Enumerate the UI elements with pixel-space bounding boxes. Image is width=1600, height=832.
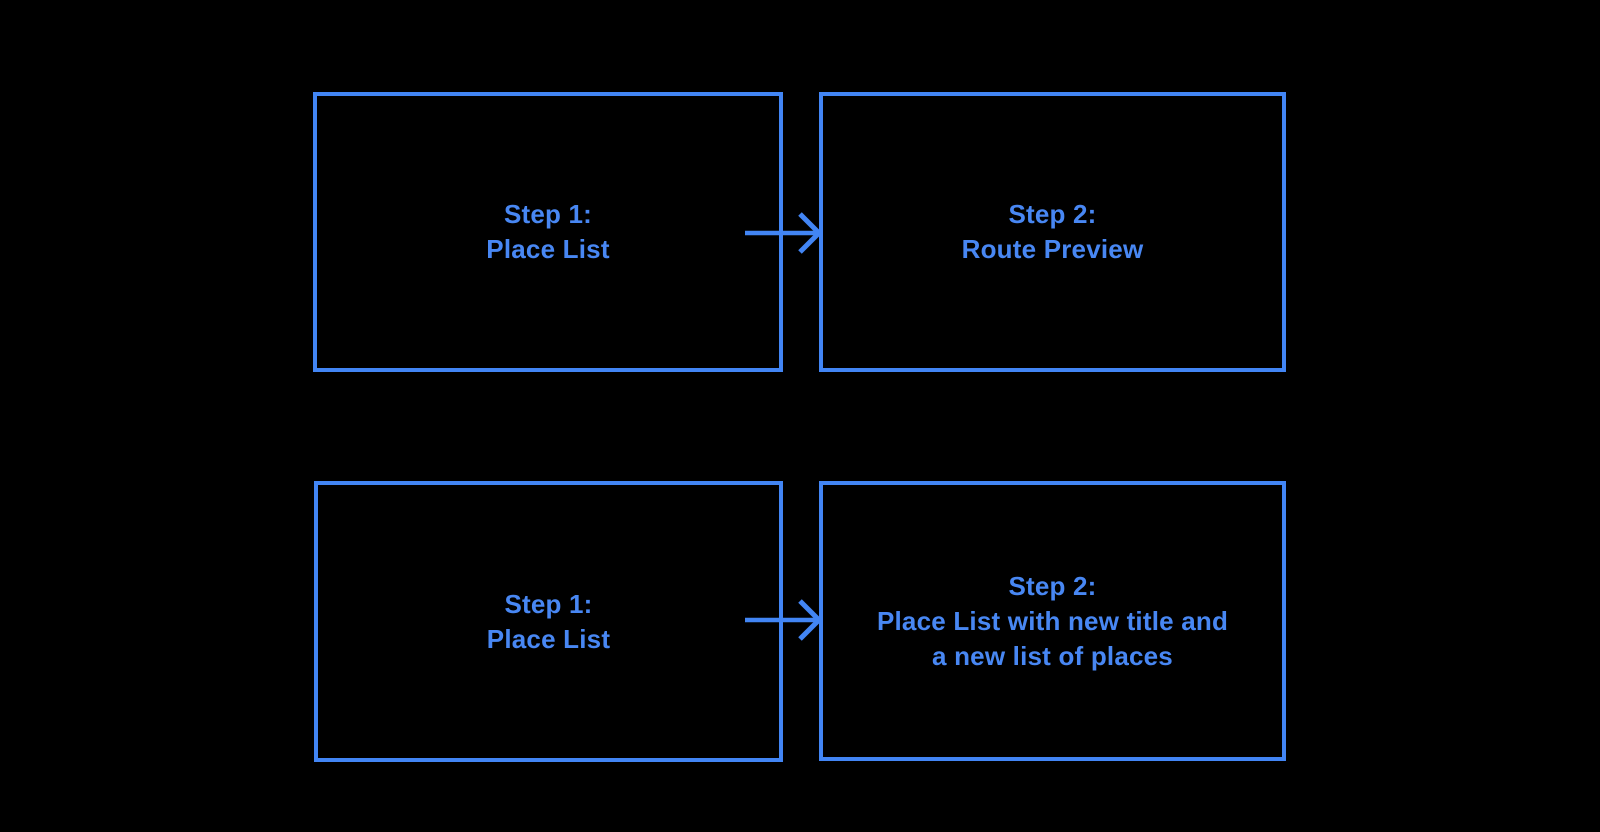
node-label-line: Place List	[486, 234, 610, 264]
flow-node-step2-place-list-new: Step 2: Place List with new title and a …	[819, 481, 1286, 761]
right-arrow-icon	[745, 599, 823, 641]
node-label: Step 2: Place List with new title and a …	[877, 569, 1228, 674]
node-label-line: a new list of places	[932, 640, 1173, 671]
node-label-line: Step 1:	[503, 199, 593, 229]
node-label: Step 2: Route Preview	[962, 197, 1144, 267]
node-label-line: Place List	[486, 623, 611, 654]
flow-node-step1-place-list-row2: Step 1: Place List	[314, 481, 783, 762]
flow-node-step2-route-preview: Step 2: Route Preview	[819, 92, 1286, 372]
node-label-line: Place List with new title and	[876, 605, 1229, 636]
node-label-line: Step 1:	[504, 588, 593, 619]
right-arrow-icon	[745, 212, 823, 254]
node-label: Step 1: Place List	[487, 587, 610, 657]
node-label: Step 1: Place List	[486, 197, 609, 267]
node-label-line: Step 2:	[1008, 199, 1097, 229]
node-label-line: Step 2:	[1008, 570, 1097, 601]
flow-node-step1-place-list-row1: Step 1: Place List	[313, 92, 783, 372]
node-label-line: Route Preview	[961, 234, 1144, 264]
